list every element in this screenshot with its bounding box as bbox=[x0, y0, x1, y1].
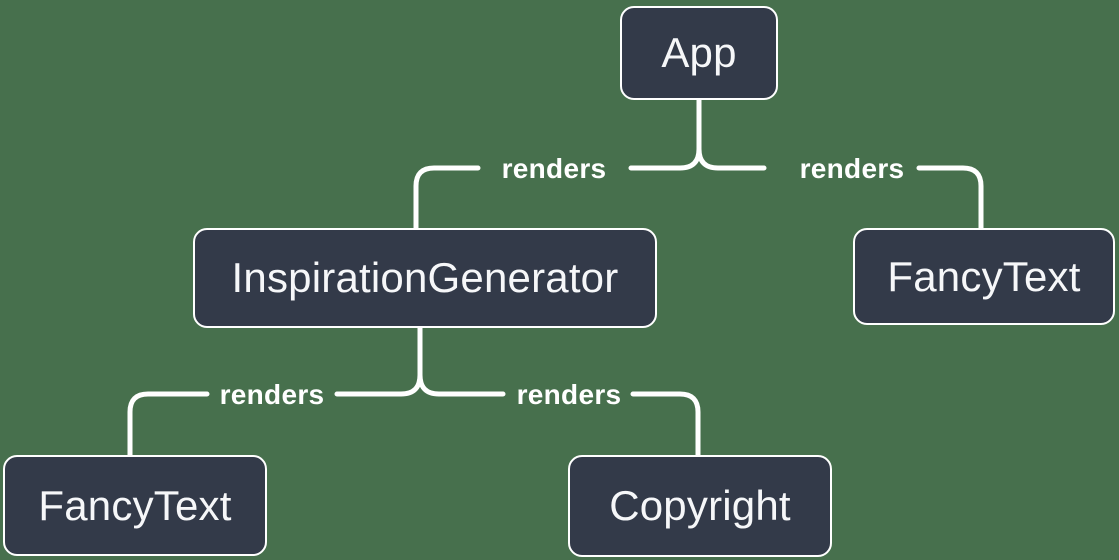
node-fancy-text-top-right-label: FancyText bbox=[887, 252, 1081, 300]
edge-app-to-inspiration-generator-line-start bbox=[628, 95, 702, 171]
node-fancy-text-bottom-left-label: FancyText bbox=[38, 481, 232, 529]
node-app: App bbox=[620, 6, 778, 100]
node-inspiration-generator: InspirationGenerator bbox=[193, 228, 657, 328]
edge-app-to-inspiration-generator-line-end bbox=[413, 165, 481, 233]
node-fancy-text-bottom-left: FancyText bbox=[3, 455, 267, 556]
edge-label-app-to-inspiration-generator: renders bbox=[501, 153, 607, 184]
edge-label-inspiration-generator-to-fancy-text: renders bbox=[219, 379, 325, 410]
edge-label-inspiration-generator-to-copyright: renders bbox=[516, 379, 622, 410]
node-app-label: App bbox=[661, 29, 737, 76]
edge-label-app-to-fancy-text: renders bbox=[799, 153, 905, 184]
edge-inspiration-generator-to-fancy-text-line-start bbox=[334, 321, 423, 397]
edge-app-to-fancy-text-line-start bbox=[696, 95, 767, 171]
node-copyright: Copyright bbox=[568, 455, 832, 557]
edge-inspiration-generator-to-copyright-line-end bbox=[630, 391, 701, 460]
edge-inspiration-generator-to-fancy-text-line-end bbox=[127, 391, 210, 460]
node-fancy-text-top-right: FancyText bbox=[853, 228, 1115, 325]
edge-inspiration-generator-to-copyright-line-start bbox=[417, 321, 506, 397]
node-inspiration-generator-label: InspirationGenerator bbox=[231, 254, 619, 301]
edge-app-to-fancy-text-line-end bbox=[916, 165, 984, 233]
node-copyright-label: Copyright bbox=[609, 482, 791, 529]
